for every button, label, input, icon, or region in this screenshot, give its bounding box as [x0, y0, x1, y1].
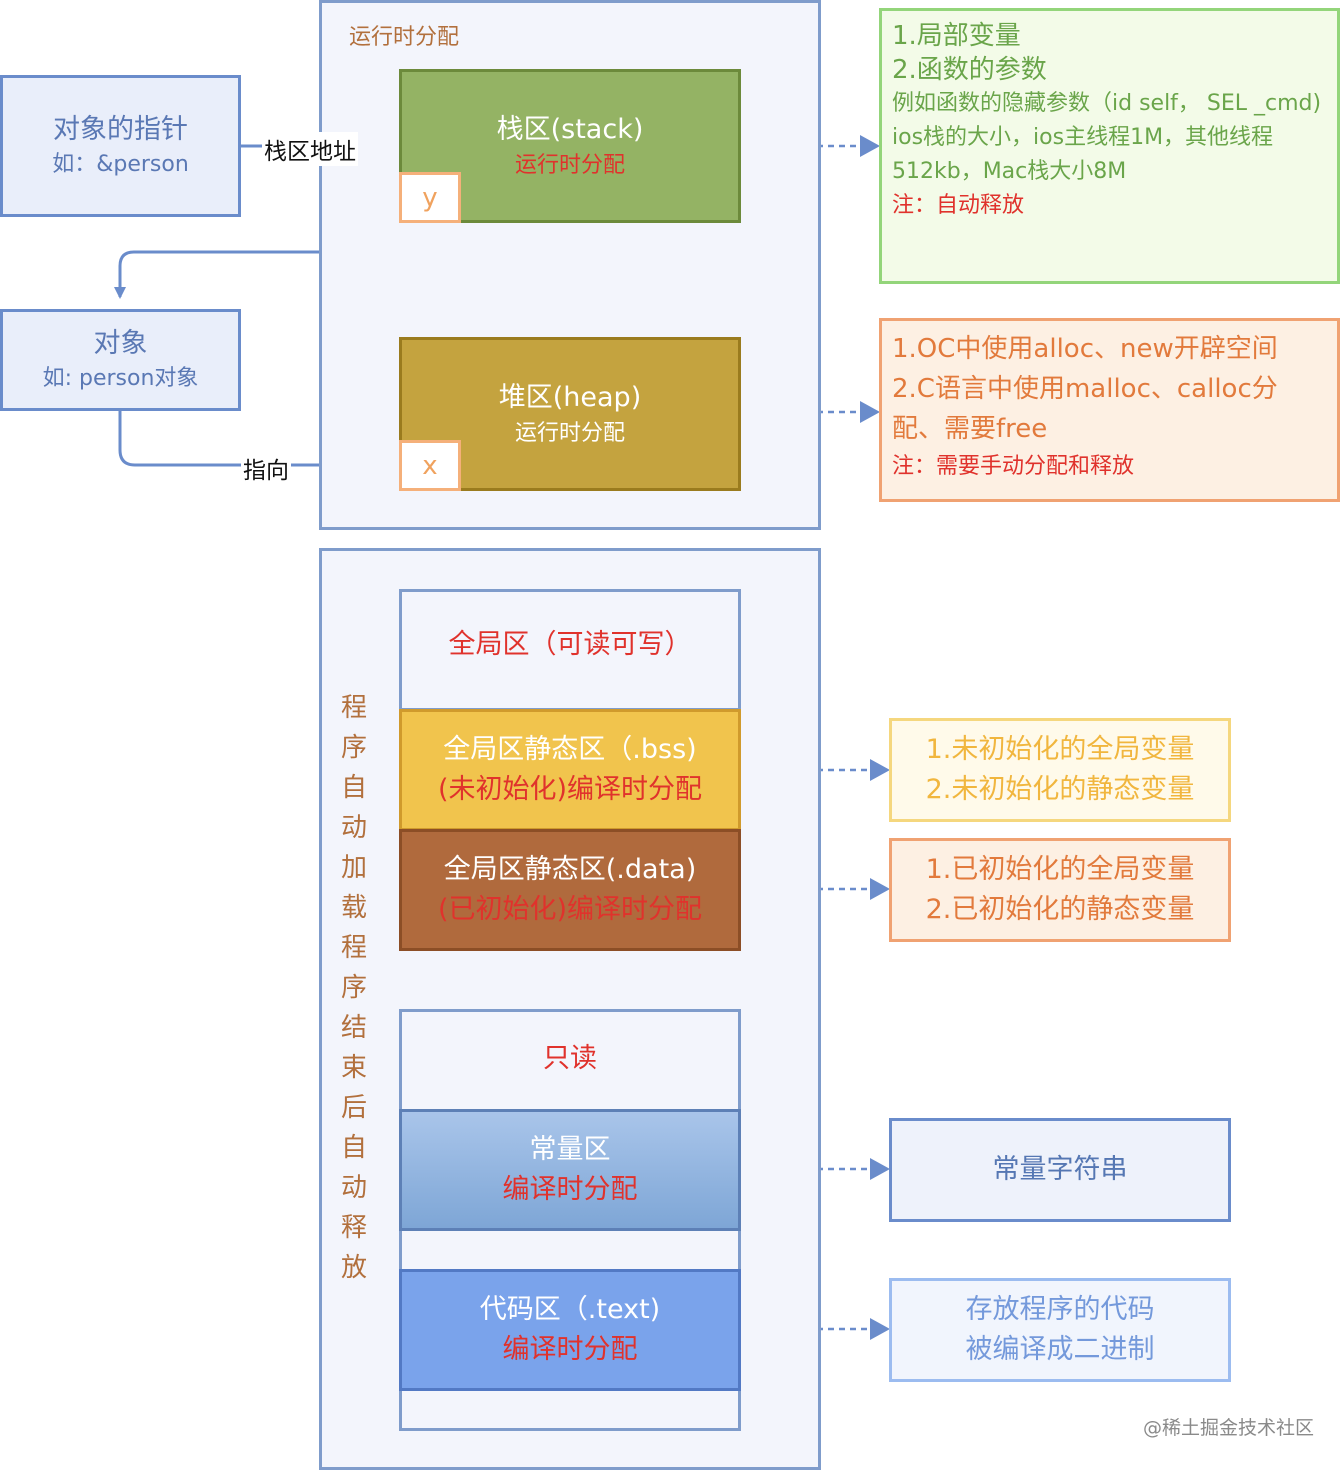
vertical-label-char: 加	[340, 853, 367, 883]
arrowhead-const-note	[870, 1158, 890, 1180]
stack-note-line: ios栈的大小，ios主线程1M，其他线程512kb，Mac栈大小8M	[892, 125, 1274, 184]
vertical-label-char: 放	[340, 1253, 367, 1283]
stack-note-line: 例如函数的隐藏参数（id self， SEL _cmd)	[892, 91, 1322, 116]
pointer-title: 对象的指针	[53, 114, 188, 145]
object-example: 如: person对象	[42, 366, 199, 391]
stack-note-line: 1.局部变量	[892, 21, 1021, 51]
arrowhead-text-note	[870, 1318, 890, 1340]
arrowhead-heap-note	[860, 401, 880, 423]
heap-subtitle: 运行时分配	[514, 421, 625, 446]
heap-note-line: 2.C语言中使用malloc、calloc分配、需要free	[892, 374, 1278, 444]
heap-note-line: 1.OC中使用alloc、new开辟空间	[892, 334, 1278, 364]
vertical-label-char: 束	[340, 1053, 367, 1083]
vertical-label-char: 动	[340, 1173, 367, 1203]
data-title: 全局区静态区(.data)	[443, 854, 697, 885]
stack-title: 栈区(stack)	[496, 114, 644, 145]
bss-subtitle: (未初始化)编译时分配	[437, 774, 703, 805]
global-region: 全局区（可读可写）	[399, 589, 741, 711]
vertical-label-char: 程	[340, 933, 367, 963]
pointer-box: 对象的指针 如：&person	[0, 75, 241, 217]
heap-note: 1.OC中使用alloc、new开辟空间 2.C语言中使用malloc、call…	[879, 318, 1340, 502]
arrowhead-data-note	[870, 878, 890, 900]
stack-note: 1.局部变量 2.函数的参数 例如函数的隐藏参数（id self， SEL _c…	[879, 8, 1340, 284]
const-box: 常量区 编译时分配	[399, 1109, 741, 1231]
text-subtitle: 编译时分配	[502, 1334, 638, 1365]
readonly-header: 只读	[399, 1009, 741, 1109]
const-note-line: 常量字符串	[992, 1154, 1128, 1185]
bss-note: 1.未初始化的全局变量 2.未初始化的静态变量	[889, 718, 1231, 822]
bss-box: 全局区静态区（.bss) (未初始化)编译时分配	[399, 709, 741, 831]
data-note-line: 2.已初始化的静态变量	[925, 894, 1195, 925]
text-box: 代码区（.text) 编译时分配	[399, 1269, 741, 1391]
vertical-label-char: 结	[340, 1013, 367, 1043]
text-note-line: 存放程序的代码	[965, 1294, 1155, 1325]
heap-title: 堆区(heap)	[498, 382, 642, 413]
global-title: 全局区（可读可写）	[448, 629, 692, 660]
data-subtitle: (已初始化)编译时分配	[437, 894, 703, 925]
edge-object-to-x	[118, 410, 388, 471]
heap-tag-x: x	[399, 440, 461, 491]
stack-note-warning: 注：自动释放	[892, 193, 1025, 218]
arrowhead-bss-note	[870, 759, 890, 781]
bss-note-line: 1.未初始化的全局变量	[925, 734, 1195, 765]
vertical-label-char: 载	[340, 893, 367, 923]
data-note-line: 1.已初始化的全局变量	[925, 854, 1195, 885]
const-title: 常量区	[529, 1134, 611, 1165]
runtime-label: 运行时分配	[349, 25, 460, 50]
text-note-line: 被编译成二进制	[965, 1334, 1155, 1365]
const-note: 常量字符串	[889, 1118, 1231, 1222]
text-note: 存放程序的代码 被编译成二进制	[889, 1278, 1231, 1382]
stack-tag-y: y	[399, 172, 461, 223]
vertical-label-char: 后	[340, 1093, 367, 1123]
stack-note-line: 2.函数的参数	[892, 55, 1047, 85]
vertical-label-char: 序	[340, 973, 367, 1003]
text-title: 代码区（.text)	[479, 1294, 661, 1325]
object-title: 对象	[93, 328, 148, 359]
readonly-title: 只读	[543, 1043, 597, 1074]
vertical-label-char: 序	[340, 733, 367, 763]
object-box: 对象 如: person对象	[0, 309, 241, 411]
vertical-label-char: 动	[340, 813, 367, 843]
edge-label-points-to: 指向	[241, 451, 291, 485]
bss-note-line: 2.未初始化的静态变量	[925, 774, 1195, 805]
heap-note-warning: 注：需要手动分配和释放	[892, 454, 1135, 479]
vertical-label-char: 自	[340, 773, 367, 803]
edge-label-stack-address: 栈区地址	[262, 132, 358, 166]
data-note: 1.已初始化的全局变量 2.已初始化的静态变量	[889, 838, 1231, 942]
const-subtitle: 编译时分配	[502, 1174, 638, 1205]
program-vertical-label: 程序自动加载程序结束后自动释放	[334, 688, 374, 1288]
arrowhead-stack-note	[860, 135, 880, 157]
pointer-example: 如：&person	[52, 152, 189, 177]
watermark: @稀土掘金技术社区	[1143, 1417, 1315, 1439]
data-box: 全局区静态区(.data) (已初始化)编译时分配	[399, 829, 741, 951]
vertical-label-char: 释	[340, 1213, 367, 1243]
stack-subtitle: 运行时分配	[514, 153, 625, 178]
vertical-label-char: 自	[340, 1133, 367, 1163]
vertical-label-char: 程	[340, 693, 367, 723]
bss-title: 全局区静态区（.bss)	[443, 734, 697, 765]
